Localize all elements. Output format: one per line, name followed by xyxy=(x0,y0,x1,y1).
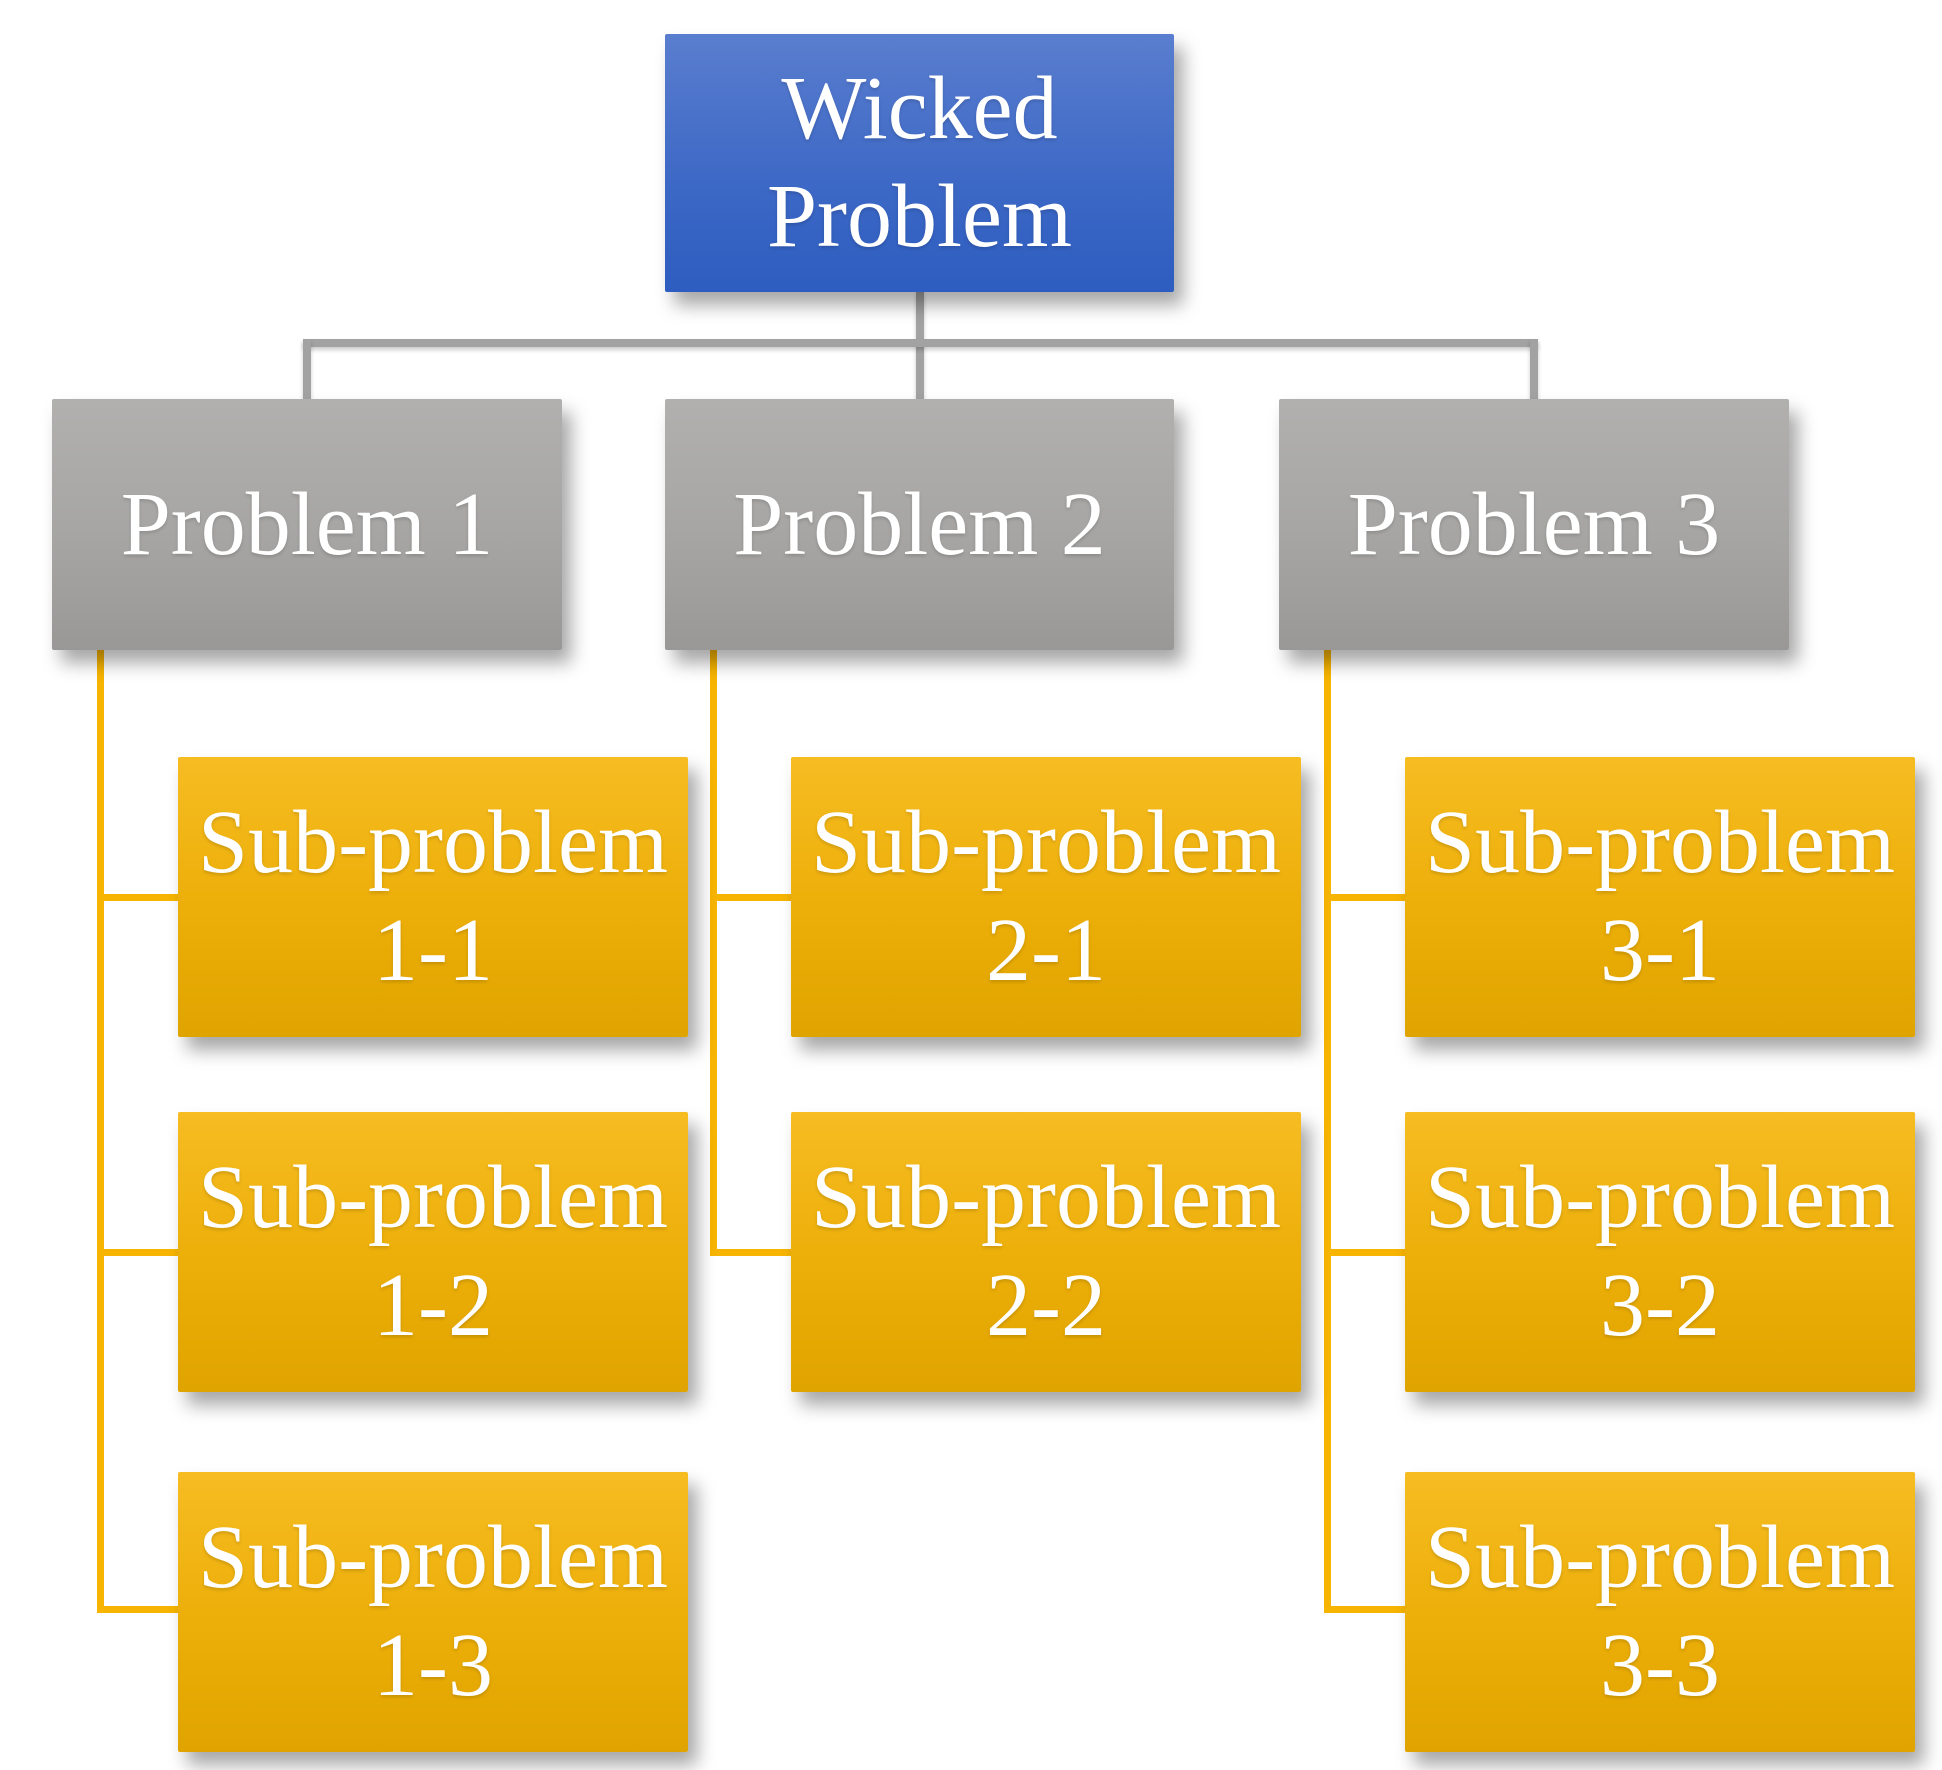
connector-level1-horizontal xyxy=(303,339,1538,347)
node-sub-problem-1-2[interactable]: Sub-problem 1-2 xyxy=(178,1112,688,1392)
connector-problem3-drop xyxy=(1530,339,1538,403)
node-wicked-problem[interactable]: Wicked Problem xyxy=(665,34,1174,292)
connector-sub-1-2-elbow xyxy=(97,1249,185,1256)
node-sub-problem-1-3-label: Sub-problem 1-3 xyxy=(198,1508,668,1715)
node-sub-problem-1-2-label: Sub-problem 1-2 xyxy=(198,1148,668,1355)
node-sub-problem-1-3[interactable]: Sub-problem 1-3 xyxy=(178,1472,688,1752)
connector-problem2-trunk xyxy=(710,648,717,1256)
connector-sub-3-3-elbow xyxy=(1324,1606,1412,1613)
connector-problem1-drop xyxy=(303,339,311,403)
connector-sub-1-3-elbow xyxy=(97,1606,185,1613)
connector-sub-1-1-elbow xyxy=(97,894,185,901)
node-sub-problem-1-1-label: Sub-problem 1-1 xyxy=(198,793,668,1000)
node-sub-problem-3-1-label: Sub-problem 3-1 xyxy=(1425,793,1895,1000)
connector-sub-2-1-elbow xyxy=(710,894,798,901)
node-sub-problem-1-1[interactable]: Sub-problem 1-1 xyxy=(178,757,688,1037)
node-sub-problem-2-1[interactable]: Sub-problem 2-1 xyxy=(791,757,1301,1037)
node-wicked-problem-label: Wicked Problem xyxy=(767,59,1072,266)
node-problem-1[interactable]: Problem 1 xyxy=(52,399,562,650)
connector-problem1-trunk xyxy=(97,648,104,1613)
node-sub-problem-3-2-label: Sub-problem 3-2 xyxy=(1425,1148,1895,1355)
connector-sub-3-2-elbow xyxy=(1324,1249,1412,1256)
node-sub-problem-2-2[interactable]: Sub-problem 2-2 xyxy=(791,1112,1301,1392)
node-sub-problem-3-3-label: Sub-problem 3-3 xyxy=(1425,1508,1895,1715)
node-sub-problem-3-1[interactable]: Sub-problem 3-1 xyxy=(1405,757,1915,1037)
node-sub-problem-2-1-label: Sub-problem 2-1 xyxy=(811,793,1281,1000)
node-problem-3[interactable]: Problem 3 xyxy=(1279,399,1789,650)
node-problem-3-label: Problem 3 xyxy=(1347,474,1721,574)
node-sub-problem-3-2[interactable]: Sub-problem 3-2 xyxy=(1405,1112,1915,1392)
node-problem-2-label: Problem 2 xyxy=(733,474,1106,574)
connector-problem3-trunk xyxy=(1324,648,1331,1613)
node-sub-problem-2-2-label: Sub-problem 2-2 xyxy=(811,1148,1281,1355)
connector-sub-2-2-elbow xyxy=(710,1249,798,1256)
node-sub-problem-3-3[interactable]: Sub-problem 3-3 xyxy=(1405,1472,1915,1752)
node-problem-1-label: Problem 1 xyxy=(120,474,494,574)
connector-sub-3-1-elbow xyxy=(1324,894,1412,901)
node-problem-2[interactable]: Problem 2 xyxy=(665,399,1174,650)
